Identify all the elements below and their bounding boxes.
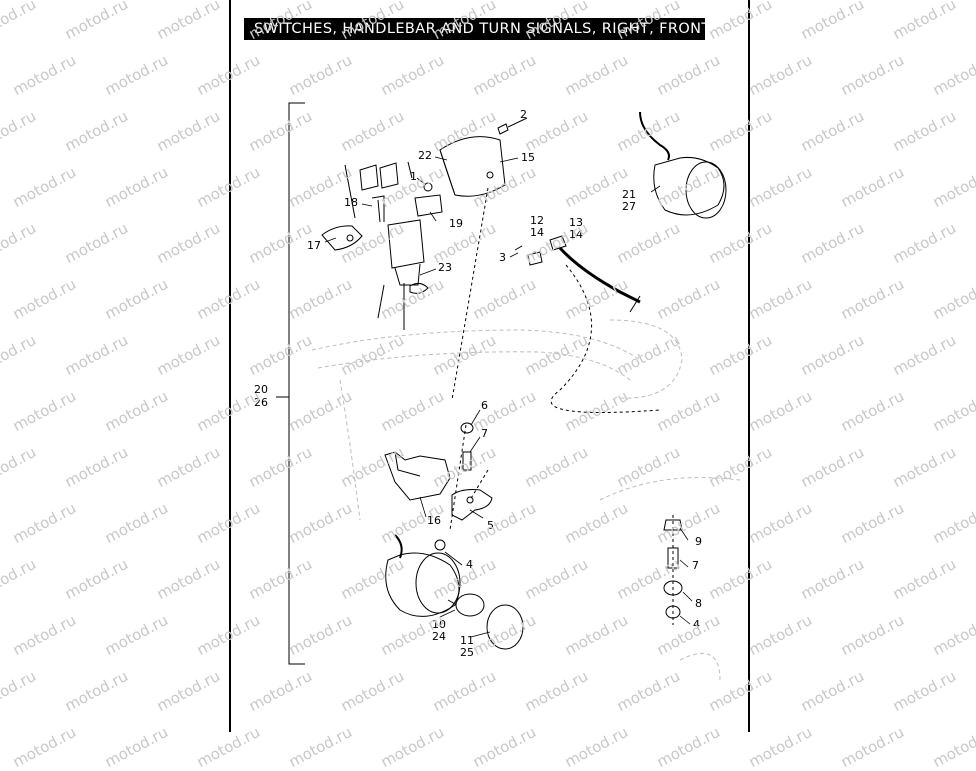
switch-housing-15 xyxy=(439,136,506,197)
switch-cluster xyxy=(321,161,443,330)
callout-27: 27 xyxy=(622,200,636,213)
clamp-5 xyxy=(451,489,493,521)
callout-25: 25 xyxy=(460,646,474,659)
callout-7a: 7 xyxy=(481,427,488,440)
callout-20: 20 xyxy=(254,383,268,396)
callout-4a: 4 xyxy=(466,558,473,571)
page-frame xyxy=(229,0,750,732)
callout-26: 26 xyxy=(254,396,268,409)
bracket-16 xyxy=(384,451,451,501)
turn-signal-lamp-lower xyxy=(385,534,461,617)
callout-17: 17 xyxy=(307,239,321,252)
callout-14b: 14 xyxy=(569,228,583,241)
callout-leaders xyxy=(324,156,693,638)
callout-23: 23 xyxy=(438,261,452,274)
turn-signal-lamp-upper xyxy=(639,111,727,219)
callout-4b: 4 xyxy=(693,618,700,631)
fastener-stack xyxy=(663,519,683,619)
callout-15: 15 xyxy=(521,151,535,164)
callout-22: 22 xyxy=(418,149,432,162)
callout-7b: 7 xyxy=(692,559,699,572)
callout-8: 8 xyxy=(695,597,702,610)
callout-1: 1 xyxy=(410,170,417,183)
callout-14a: 14 xyxy=(530,226,544,239)
callout-3: 3 xyxy=(499,251,506,264)
screw-7 xyxy=(462,451,472,471)
callout-16: 16 xyxy=(427,514,441,527)
lens-11 xyxy=(486,604,524,650)
nut-6 xyxy=(460,422,474,434)
callout-19: 19 xyxy=(449,217,463,230)
bulb-10 xyxy=(447,593,485,617)
callout-2: 2 xyxy=(520,108,527,121)
wiring-harness xyxy=(514,235,641,313)
group-bracket xyxy=(276,102,305,665)
screw-2 xyxy=(497,117,528,135)
callout-10: 10 xyxy=(432,618,446,631)
callout-21: 21 xyxy=(622,188,636,201)
callout-13: 13 xyxy=(569,216,583,229)
callout-11: 11 xyxy=(460,634,474,647)
callout-5: 5 xyxy=(487,519,494,532)
handlebar-outline xyxy=(311,319,741,681)
callout-6: 6 xyxy=(481,399,488,412)
callout-18: 18 xyxy=(344,196,358,209)
callout-9: 9 xyxy=(695,535,702,548)
callout-12: 12 xyxy=(530,214,544,227)
page-title: SWITCHES, HANDLEBAR AND TURN SIGNALS, RI… xyxy=(244,18,710,40)
callout-24: 24 xyxy=(432,630,446,643)
exploded-parts-diagram xyxy=(276,102,741,681)
assembly-leaders xyxy=(449,187,674,625)
